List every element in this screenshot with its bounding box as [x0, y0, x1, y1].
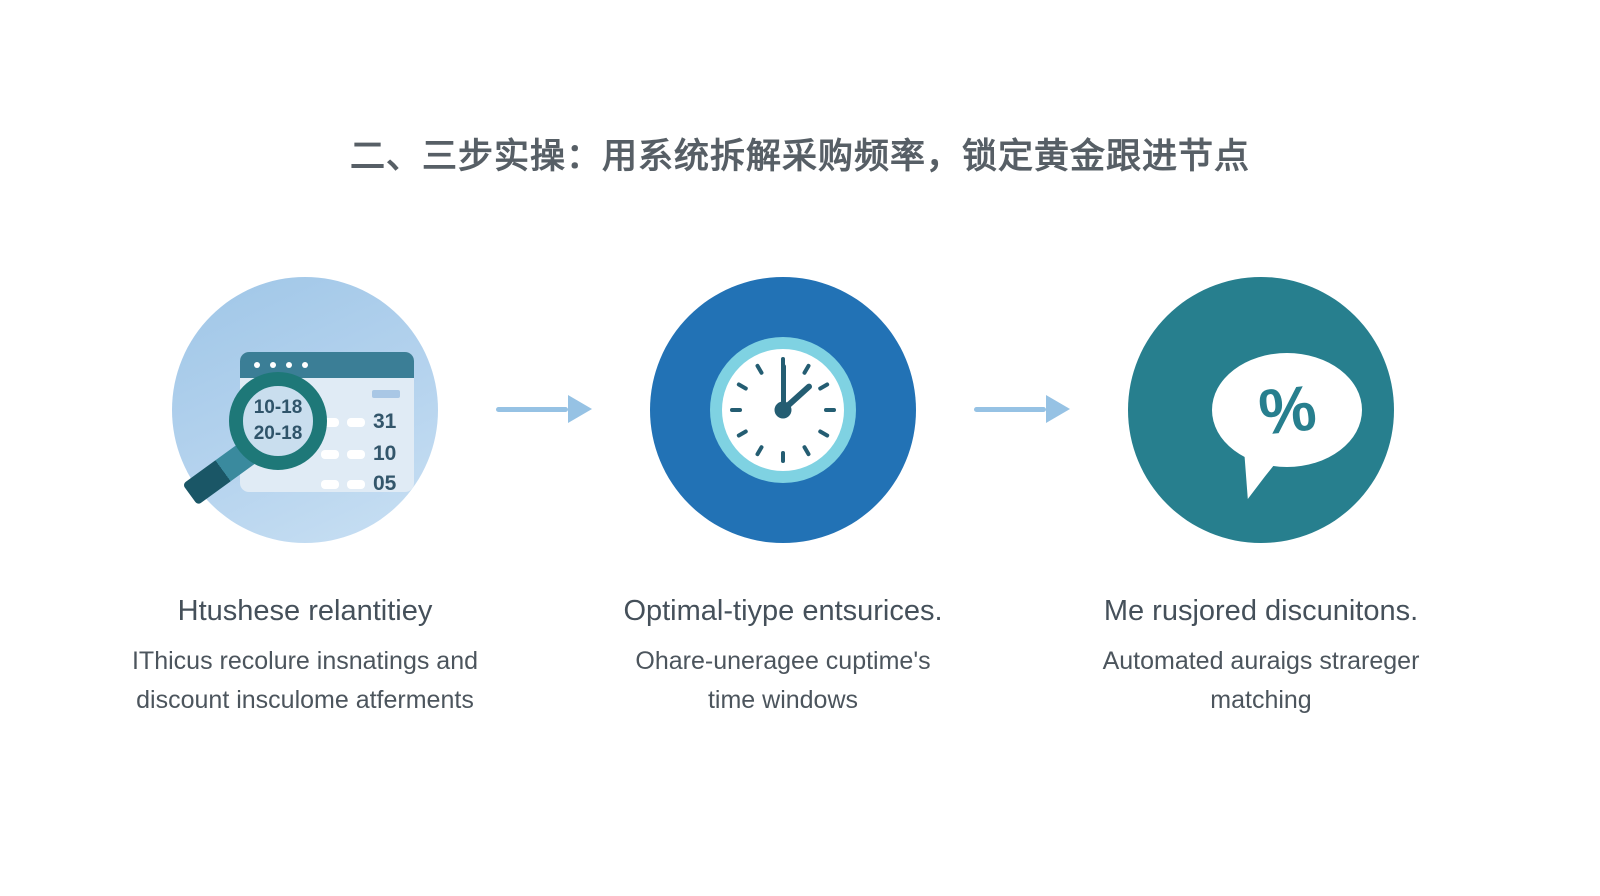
clock-tick [736, 381, 749, 392]
window-dot-icon [270, 362, 276, 368]
row-value: 05 [373, 472, 397, 495]
arrow-head [1046, 395, 1070, 423]
arrow-right-icon [974, 395, 1070, 423]
step-description: IThicus recolure insnatings and discount… [132, 642, 478, 720]
arrow-head [568, 395, 592, 423]
window-row: 05 [321, 472, 403, 496]
clock-tick [730, 408, 742, 412]
step-heading: Htushese relantitiey [177, 595, 433, 627]
step-description-line: Automated auraigs strareger [1102, 647, 1420, 675]
step-description: Automated auraigs strareger matching [1103, 642, 1420, 720]
discount-icon: % [1128, 277, 1394, 543]
row-dash [347, 449, 365, 459]
arrow-shaft [974, 406, 1046, 412]
clock-tick [801, 444, 812, 457]
frequency-analysis-icon: 31 10 05 10-18 20-18 [172, 277, 438, 543]
lens-value: 10-18 [253, 397, 303, 418]
row-dash [347, 417, 365, 427]
step-description-line: discount insculome atferments [136, 686, 474, 714]
step-description-line: IThicus recolure insnatings and [131, 647, 479, 675]
row-value: 31 [373, 410, 397, 433]
step-column-frequency-analysis: 31 10 05 10-18 20-18 [114, 277, 496, 720]
percent-label: % [1254, 371, 1320, 449]
clock-tick [736, 428, 749, 439]
step-description-line: Ohare-uneragee cuptime's [635, 647, 931, 675]
row-dash [321, 479, 339, 489]
clock-tick [754, 444, 765, 457]
clock-tick [801, 363, 812, 376]
clock-icon [710, 337, 856, 483]
clock-face [722, 349, 844, 471]
window-dot-icon [302, 362, 308, 368]
window-row: 10 [321, 442, 403, 466]
row-dash [321, 417, 339, 427]
steps-row: 31 10 05 10-18 20-18 [0, 277, 1583, 720]
step-description-line: matching [1210, 686, 1312, 714]
window-row: 31 [321, 410, 403, 434]
clock-center-dot [774, 401, 792, 419]
clock-tick [754, 363, 765, 376]
arrow-shaft [496, 406, 568, 412]
step-heading: Optimal-tiype entsurices. [623, 595, 943, 627]
clock-tick [781, 357, 785, 369]
clock-tick [817, 381, 830, 392]
clock-tick [824, 408, 836, 412]
arrow-right-icon [496, 395, 592, 423]
row-dash [347, 479, 365, 489]
step-column-timing: Optimal-tiype entsurices. Ohare-uneragee… [592, 277, 974, 720]
page-title: 二、三步实操：用系统拆解采购频率，锁定黄金跟进节点 [349, 137, 1250, 176]
window-dot-icon [254, 362, 260, 368]
row-value: 10 [373, 442, 397, 465]
timing-icon [650, 277, 916, 543]
clock-tick [781, 451, 785, 463]
row-dash [321, 449, 339, 459]
percent-bubble-icon: % [1212, 353, 1362, 467]
magnifier-icon: 10-18 20-18 [229, 372, 327, 470]
step-description-line: time windows [707, 686, 859, 714]
step-description: Ohare-uneragee cuptime's time windows [635, 642, 930, 720]
window-toolbar-bar [372, 390, 400, 398]
lens-value: 20-18 [253, 423, 303, 444]
window-dot-icon [286, 362, 292, 368]
clock-minute-hand [780, 364, 786, 410]
clock-tick [817, 428, 830, 439]
step-heading: Me rusjored discunitons. [1103, 595, 1419, 627]
step-column-discount: % Me rusjored discunitons. Automated aur… [1070, 277, 1452, 720]
